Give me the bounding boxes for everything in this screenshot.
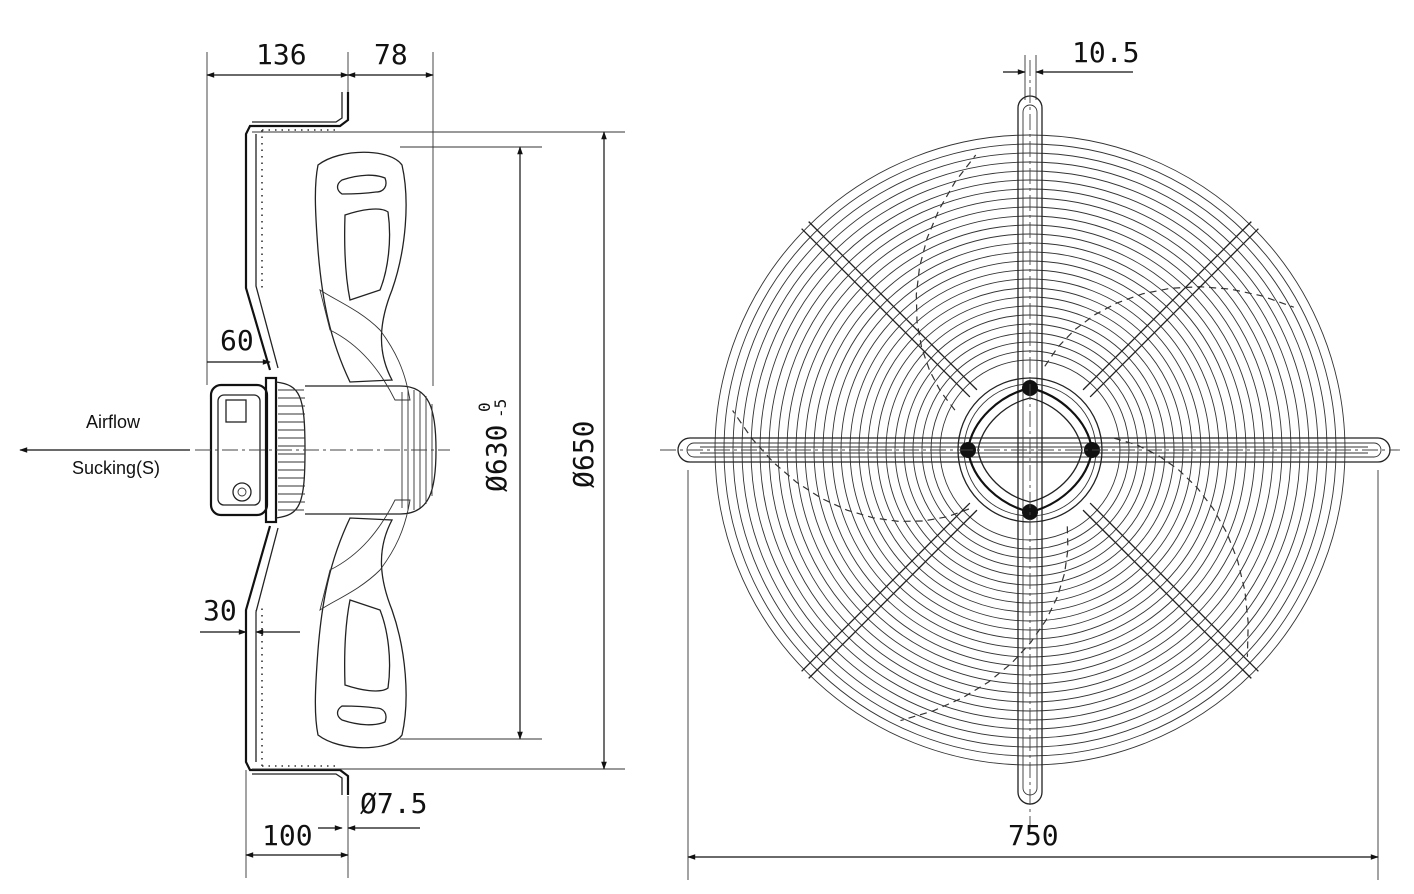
guard-strut: [801, 502, 978, 679]
housing-profile-bottom: [244, 525, 350, 795]
housing-dotted-shroud: [261, 129, 338, 767]
rotor-fins: [278, 389, 305, 511]
side-view: Airflow Sucking(S) 136 78 60 30 100 Ø7.5…: [19, 38, 625, 878]
blade-upper-slot: [336, 174, 387, 195]
cable-gland: [232, 482, 252, 502]
guard-strut: [801, 221, 978, 398]
dim-630-tol-upper: 0: [475, 402, 494, 412]
terminal-box: [225, 399, 247, 423]
blade-outline: [900, 526, 1069, 722]
blade-lower-2: [319, 499, 411, 612]
guard-struts: [801, 221, 1259, 679]
dim-78-text: 78: [374, 38, 408, 71]
blade-outline: [732, 410, 970, 523]
blade-lower-slot: [336, 705, 387, 726]
airflow-label: Airflow: [86, 412, 141, 432]
sucking-label: Sucking(S): [72, 458, 160, 478]
dim-630-tol-lower: -5: [491, 399, 510, 418]
dim-750-text: 750: [1008, 819, 1059, 852]
housing-profile-bottom-inner: [252, 773, 343, 795]
blade-upper: [314, 151, 407, 383]
guard-strut: [1082, 502, 1259, 679]
blade-lower-window: [344, 599, 391, 692]
blade-outline: [1114, 437, 1249, 657]
front-view: 10.5 750: [660, 36, 1400, 880]
mounting-bar-horizontal-inner: [686, 442, 1382, 458]
cable-gland-inner: [237, 487, 247, 497]
mounting-bar-horizontal: [677, 437, 1391, 463]
blade-upper-window: [344, 208, 391, 301]
dim-136-text: 136: [256, 38, 307, 71]
hub: [305, 385, 437, 515]
blade-upper-2: [319, 288, 411, 401]
dim-10-5-text: 10.5: [1072, 36, 1139, 69]
dim-630-text: Ø630: [480, 425, 513, 492]
blade-outline: [915, 154, 977, 411]
mounting-bar-vertical: [1017, 95, 1043, 805]
dim-30-text: 30: [203, 594, 237, 627]
guard-strut: [1082, 221, 1259, 398]
dim-650-text: Ø650: [567, 421, 600, 488]
mounting-bar-vertical-inner: [1022, 104, 1038, 796]
blade-outline: [1044, 286, 1295, 367]
dim-hole-text: Ø7.5: [360, 787, 427, 820]
dim-60-text: 60: [220, 324, 254, 357]
blade-lower: [314, 517, 407, 749]
housing-profile-top-inner: [252, 92, 343, 123]
housing-profile-top: [244, 92, 350, 371]
bar-h-lines: [700, 446, 1368, 454]
blade-outlines: [732, 154, 1295, 722]
dim-100-text: 100: [262, 819, 313, 852]
